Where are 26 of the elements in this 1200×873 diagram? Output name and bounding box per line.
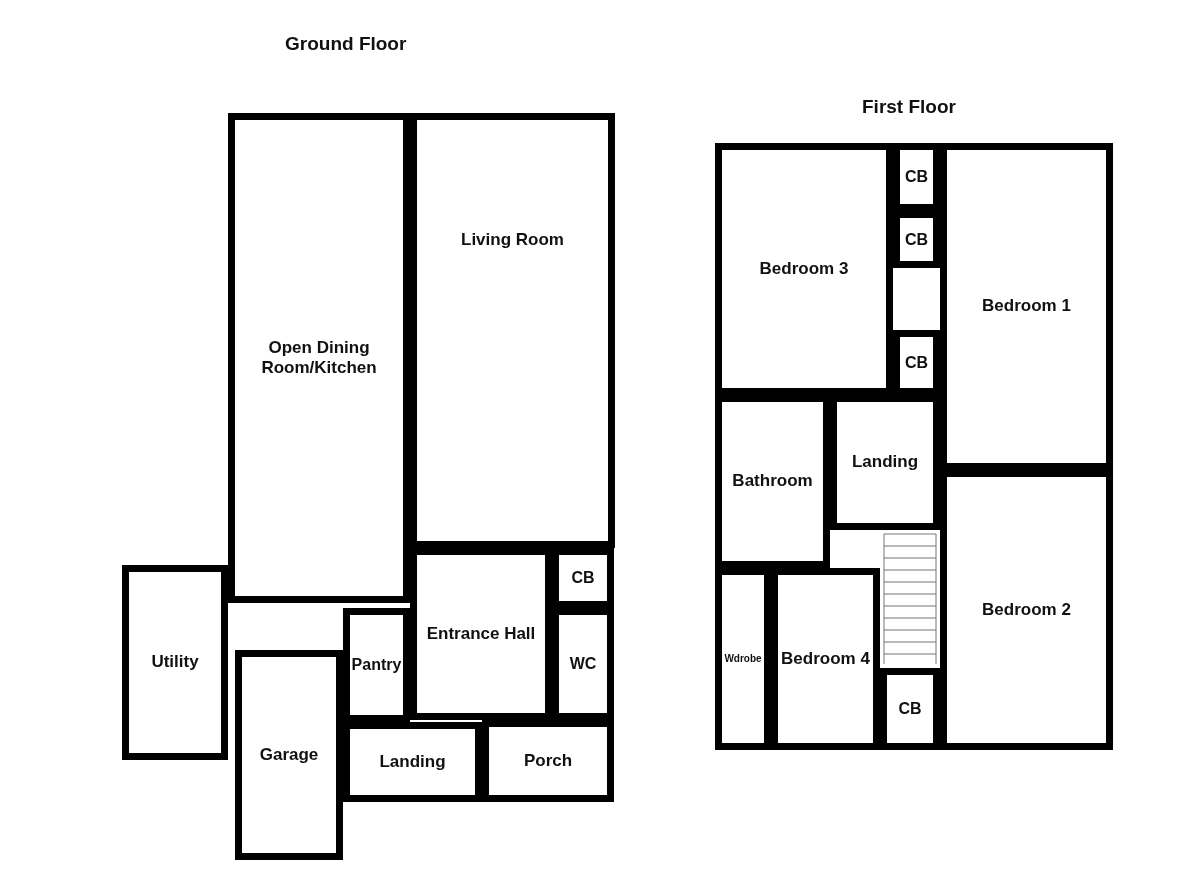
room-outline <box>228 113 410 603</box>
room-label: Landing <box>379 751 446 773</box>
room-label: CB <box>898 699 922 719</box>
room-label: CB <box>904 167 929 187</box>
room-label: Bedroom 4 <box>781 648 870 670</box>
room-label: CB <box>571 568 595 588</box>
room-outline <box>235 650 343 860</box>
room-label: Entrance Hall <box>426 623 536 645</box>
room-outline <box>122 565 228 760</box>
room-label: Landing <box>851 452 919 473</box>
room-label: CB <box>904 229 929 250</box>
room-label: WC <box>569 654 597 674</box>
room-label: Pantry <box>351 655 402 675</box>
room-label: Bedroom 2 <box>982 599 1071 621</box>
room-label: Bathroom <box>732 471 813 492</box>
room-label: Bedroom 1 <box>982 296 1071 317</box>
room-label: CB <box>904 352 929 373</box>
room-label: Porch <box>523 750 573 772</box>
room-label: Wdrobe <box>724 653 762 665</box>
room-label: Open Dining Room/Kitchen <box>260 337 378 379</box>
room-label: Bedroom 3 <box>759 258 849 280</box>
room-label: Garage <box>259 744 319 766</box>
room-label: Living Room <box>461 230 564 251</box>
room-label: Utility <box>151 652 199 673</box>
floor-heading: Ground Floor <box>285 33 407 55</box>
floor-heading: First Floor <box>862 96 956 118</box>
